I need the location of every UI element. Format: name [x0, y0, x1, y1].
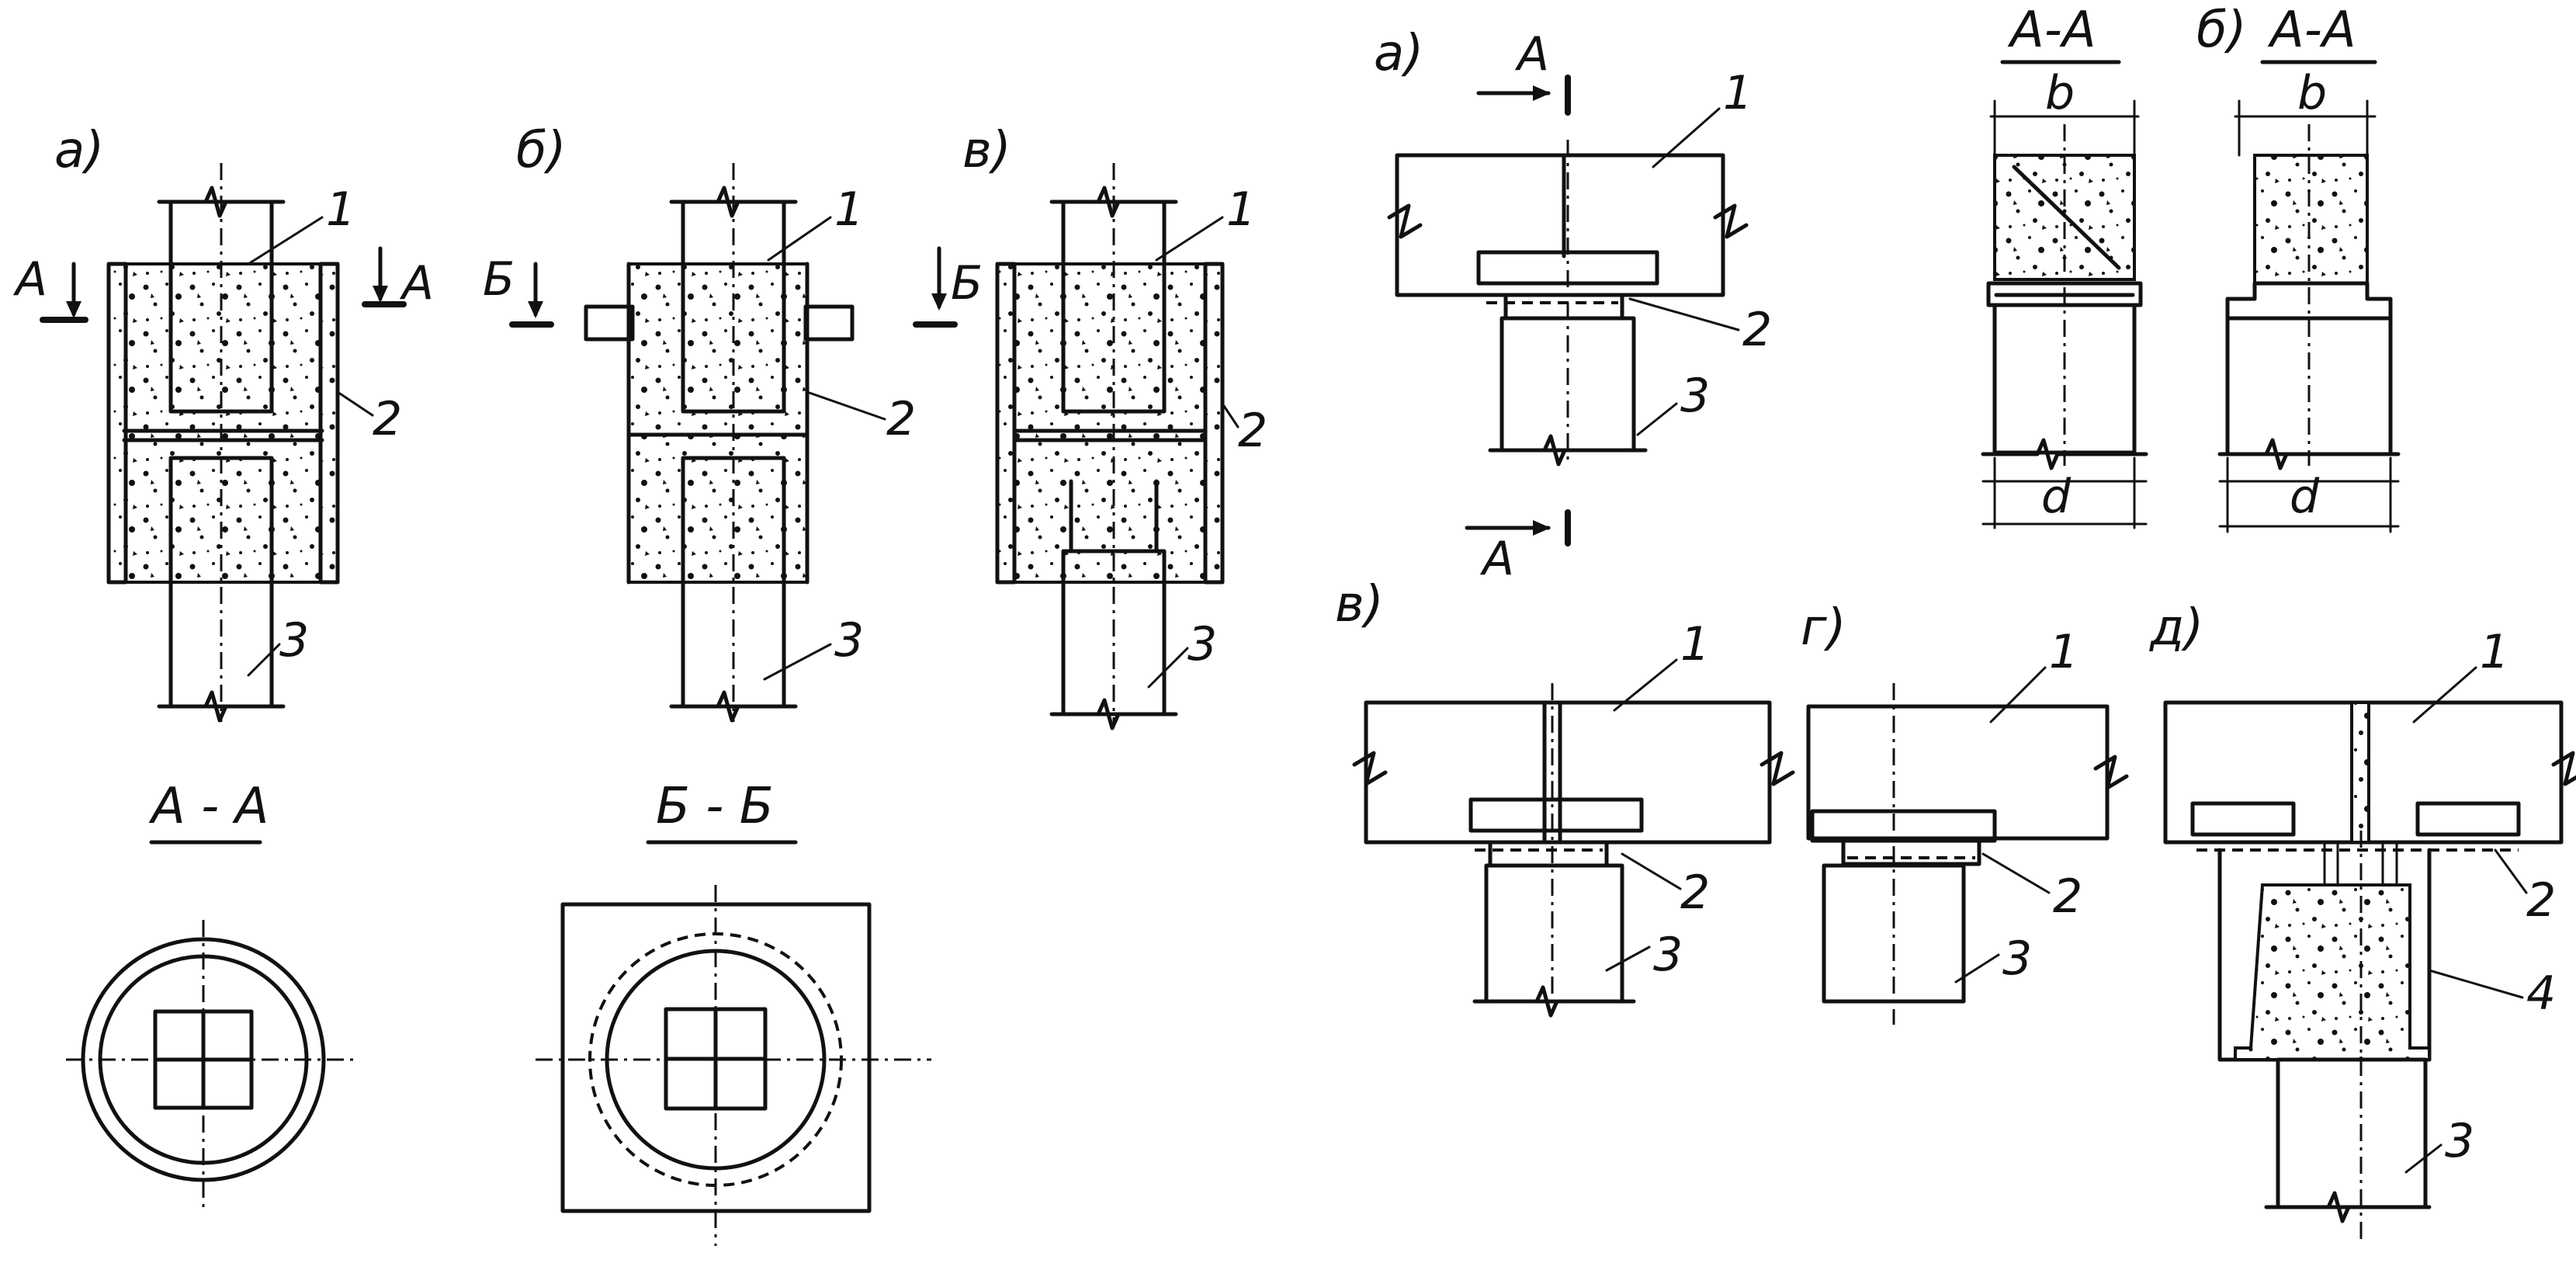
right-v-column [1484, 863, 1624, 1004]
right-panel-label-a: а) [1374, 25, 1423, 82]
left-a-callout-2: 2 [373, 392, 402, 446]
right-panel-a: а) А А 1 2 3 [1374, 25, 1772, 586]
left-a-section-mark-left: А [12, 252, 47, 307]
right-g-callout-3: 3 [2002, 932, 2032, 986]
left-b-concrete-shell [627, 262, 809, 584]
left-v-lower-column [1061, 549, 1167, 717]
left-v-steel-casing-right [1203, 262, 1225, 585]
right-panel-label-d: д) [2149, 599, 2203, 657]
right-panel-d: д) 1 2 4 3 [2149, 599, 2576, 1242]
right-d-callout-3: 3 [2445, 1114, 2474, 1168]
left-v-callout-1: 1 [1226, 182, 1256, 237]
right-a-callout-3: 3 [1680, 369, 1710, 423]
panel-label-b: б) [516, 122, 566, 179]
left-v-callout-2: 2 [1238, 404, 1267, 458]
right-panel-g: г) 1 2 3 [1801, 599, 2129, 1025]
right-a-section-mark-top: А [1514, 27, 1549, 82]
left-panel-a: а) А А 1 2 3 [12, 122, 434, 723]
panel-label-v: в) [962, 122, 1011, 179]
right-d-column [2276, 1057, 2428, 1209]
right-section-aa-1: А-А b d [1981, 2, 2148, 529]
right-section-title-aa-2: А-А [2267, 2, 2356, 59]
right-v-callout-3: 3 [1653, 928, 1683, 982]
right-g-plate [1810, 809, 1997, 843]
section-title-aa: А - А [148, 778, 269, 835]
left-a-concrete-shell [107, 262, 339, 584]
left-b-flange-left [584, 304, 635, 342]
right-a-slab [1395, 153, 1725, 297]
left-v-concrete-shell [996, 262, 1224, 584]
left-panel-b: б) Б Б 1 2 3 [483, 122, 983, 723]
right-g-callout-1: 1 [2049, 625, 2078, 679]
right-d-callout-4: 4 [2526, 966, 2556, 1021]
left-a-callout-1: 1 [326, 182, 355, 237]
right-g-slab [1806, 704, 2110, 841]
panel-label-a: а) [54, 122, 104, 179]
right-v-plate [1468, 797, 1644, 833]
right-d-plate-left [2190, 801, 2296, 837]
section-bb: Б - Б [536, 778, 931, 1246]
right-a-section-mark-bottom: А [1479, 532, 1514, 586]
section-aa: А - А [66, 778, 353, 1211]
right-panel-label-g: г) [1801, 599, 1846, 657]
right-section-dim-d-2: d [2290, 470, 2320, 524]
right-v-callout-2: 2 [1680, 866, 1710, 920]
right-panel-v: в) 1 2 3 [1335, 576, 1795, 1018]
left-a-steel-casing-right [318, 262, 340, 585]
left-v-steel-casing-left [995, 262, 1017, 585]
right-a-callout-1: 1 [1723, 66, 1753, 120]
right-v-callout-1: 1 [1680, 617, 1710, 671]
left-b-section-mark-right: Б [951, 256, 983, 311]
left-b-callout-2: 2 [886, 392, 916, 446]
left-a-steel-casing-left [106, 262, 128, 585]
right-d-callout-1: 1 [2480, 625, 2509, 679]
right-panel-b: б) А-А b d [2196, 2, 2401, 533]
right-d-plate-right [2415, 801, 2521, 837]
left-b-section-mark-left: Б [483, 252, 515, 307]
left-b-callout-3: 3 [834, 613, 864, 668]
right-section-2-slab [2253, 154, 2369, 285]
left-a-callout-3: 3 [279, 613, 309, 668]
left-b-flange-right [803, 304, 855, 342]
right-panel-label-b: б) [2196, 2, 2246, 59]
right-d-callout-2: 2 [2526, 873, 2556, 928]
left-b-callout-1: 1 [834, 182, 864, 237]
right-d-concrete [2234, 883, 2431, 1061]
right-v-slab [1364, 700, 1772, 845]
right-g-callout-2: 2 [2053, 869, 2082, 924]
right-section-dim-b-1: b [2045, 66, 2075, 120]
left-panel-v: в) 1 2 3 [962, 122, 1267, 730]
right-section-dim-d-1: d [2041, 470, 2072, 524]
right-section-title-aa-1: А-А [2007, 2, 2096, 59]
section-title-bb: Б - Б [656, 778, 774, 835]
right-section-dim-b-2: b [2297, 66, 2327, 120]
right-panel-label-v: в) [1335, 576, 1384, 633]
right-a-callout-2: 2 [1742, 303, 1772, 357]
left-v-callout-3: 3 [1187, 617, 1217, 671]
